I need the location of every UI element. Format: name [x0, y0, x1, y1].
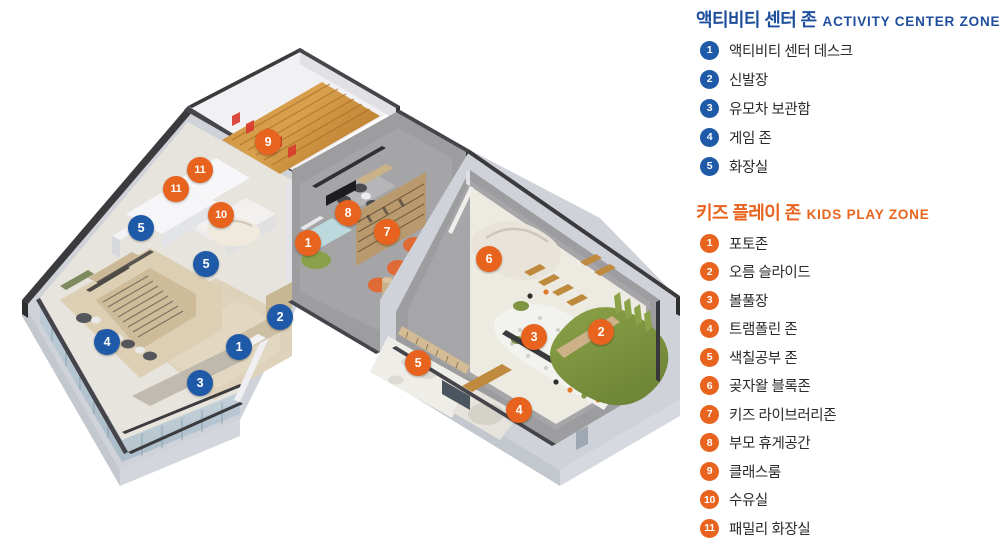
legend-block-kids-play: 키즈 플레이 존 KIDS PLAY ZONE 1 포토존 2 오름 슬라이드 3 볼풀장…	[694, 199, 1000, 543]
plan-marker-orange-6[interactable]: 6	[476, 246, 502, 272]
activity-center-item-3[interactable]: 3 유모차 보관함	[694, 94, 1000, 123]
activity-center-item-label: 게임 존	[729, 131, 772, 147]
kids-play-item-label: 곶자왈 블록존	[729, 379, 811, 396]
activity-center-item-5[interactable]: 5 화장실	[694, 152, 1000, 181]
activity-center-item-list: 1 액티비티 센터 데스크 2 신발장 3 유모차 보관함 4 게임 존 5 화장실	[694, 36, 1000, 181]
kids-play-zone-title: 키즈 플레이 존 KIDS PLAY ZONE	[696, 199, 1000, 225]
kids-play-item-label: 클래스룸	[729, 464, 781, 481]
activity-center-item-1[interactable]: 1 액티비티 센터 데스크	[694, 36, 1000, 65]
activity-center-item-label: 화장실	[729, 160, 768, 176]
kids-play-item-label: 트램폴린 존	[729, 322, 798, 339]
plan-marker-orange-1[interactable]: 1	[295, 230, 321, 256]
plan-marker-orange-10[interactable]: 10	[208, 202, 234, 228]
activity-center-zone-title: 액티비티 센터 존 ACTIVITY CENTER ZONE	[696, 6, 1000, 32]
kids-play-item-6[interactable]: 6 곶자왈 블록존	[694, 372, 1000, 401]
plan-marker-blue-2[interactable]: 2	[267, 304, 293, 330]
kids-play-item-7[interactable]: 7 키즈 라이브러리존	[694, 400, 1000, 429]
plan-marker-orange-2[interactable]: 2	[588, 319, 614, 345]
kids-play-item-label: 패밀리 화장실	[729, 521, 811, 538]
plan-marker-orange-7[interactable]: 7	[374, 219, 400, 245]
kids-play-item-5[interactable]: 5 색칠공부 존	[694, 343, 1000, 372]
kids-play-number-badge: 2	[700, 262, 719, 282]
kids-play-item-label: 색칠공부 존	[729, 350, 798, 367]
kids-play-item-3[interactable]: 3 볼풀장	[694, 286, 1000, 315]
activity-center-number-badge: 3	[700, 99, 719, 118]
activity-center-title-en: ACTIVITY CENTER ZONE	[822, 14, 1000, 29]
plan-marker-blue-1[interactable]: 1	[226, 334, 252, 360]
kids-play-number-badge: 5	[700, 347, 719, 367]
activity-center-number-badge: 1	[700, 41, 719, 60]
kids-play-item-4[interactable]: 4 트램폴린 존	[694, 315, 1000, 344]
kids-play-number-badge: 7	[700, 404, 719, 424]
activity-center-number-badge: 5	[700, 157, 719, 176]
kids-play-item-label: 부모 휴게공간	[729, 436, 811, 453]
kids-play-item-10[interactable]: 10 수유실	[694, 486, 1000, 515]
kids-play-number-badge: 1	[700, 233, 719, 253]
plan-marker-orange-11[interactable]: 11	[163, 176, 189, 202]
staircase	[86, 250, 196, 350]
activity-center-item-2[interactable]: 2 신발장	[694, 65, 1000, 94]
kids-play-number-badge: 3	[700, 290, 719, 310]
kids-play-item-label: 볼풀장	[729, 293, 768, 310]
kids-play-item-8[interactable]: 8 부모 휴게공간	[694, 429, 1000, 458]
activity-center-item-label: 액티비티 센터 데스크	[729, 44, 853, 60]
activity-center-number-badge: 2	[700, 70, 719, 89]
kids-play-number-badge: 4	[700, 319, 719, 339]
kids-play-item-9[interactable]: 9 클래스룸	[694, 457, 1000, 486]
kids-play-item-label: 포토존	[729, 236, 768, 253]
kids-play-item-1[interactable]: 1 포토존	[694, 229, 1000, 258]
plan-marker-blue-5[interactable]: 5	[128, 215, 154, 241]
plan-marker-orange-3[interactable]: 3	[521, 324, 547, 350]
plan-marker-orange-4[interactable]: 4	[506, 397, 532, 423]
plan-marker-orange-5[interactable]: 5	[405, 350, 431, 376]
legend-block-activity-center: 액티비티 센터 존 ACTIVITY CENTER ZONE 1 액티비티 센터 …	[694, 6, 1000, 181]
kids-play-item-label: 키즈 라이브러리존	[729, 407, 837, 424]
kids-play-number-badge: 11	[700, 518, 719, 538]
kids-play-title-en: KIDS PLAY ZONE	[806, 207, 930, 222]
plan-marker-orange-11[interactable]: 11	[187, 157, 213, 183]
activity-center-item-label: 유모차 보관함	[729, 102, 811, 118]
kids-play-item-label: 수유실	[729, 493, 768, 510]
zone-legend: 액티비티 센터 존 ACTIVITY CENTER ZONE 1 액티비티 센터 …	[694, 0, 1000, 560]
activity-center-item-label: 신발장	[729, 73, 768, 89]
activity-center-title-ko: 액티비티 센터 존	[696, 10, 817, 30]
kids-play-number-badge: 10	[700, 490, 719, 510]
plan-marker-blue-5[interactable]: 5	[193, 251, 219, 277]
plan-marker-blue-3[interactable]: 3	[187, 370, 213, 396]
plan-marker-orange-8[interactable]: 8	[335, 200, 361, 226]
plan-marker-blue-4[interactable]: 4	[94, 329, 120, 355]
kids-play-item-label: 오름 슬라이드	[729, 265, 811, 282]
activity-center-item-4[interactable]: 4 게임 존	[694, 123, 1000, 152]
kids-play-number-badge: 9	[700, 461, 719, 481]
kids-play-item-11[interactable]: 11 패밀리 화장실	[694, 514, 1000, 543]
activity-center-number-badge: 4	[700, 128, 719, 147]
kids-play-number-badge: 8	[700, 433, 719, 453]
kids-play-item-2[interactable]: 2 오름 슬라이드	[694, 258, 1000, 287]
kids-play-title-ko: 키즈 플레이 존	[696, 203, 801, 223]
plan-marker-orange-9[interactable]: 9	[255, 129, 281, 155]
left-wing-structure	[22, 106, 300, 486]
kids-play-number-badge: 6	[700, 376, 719, 396]
